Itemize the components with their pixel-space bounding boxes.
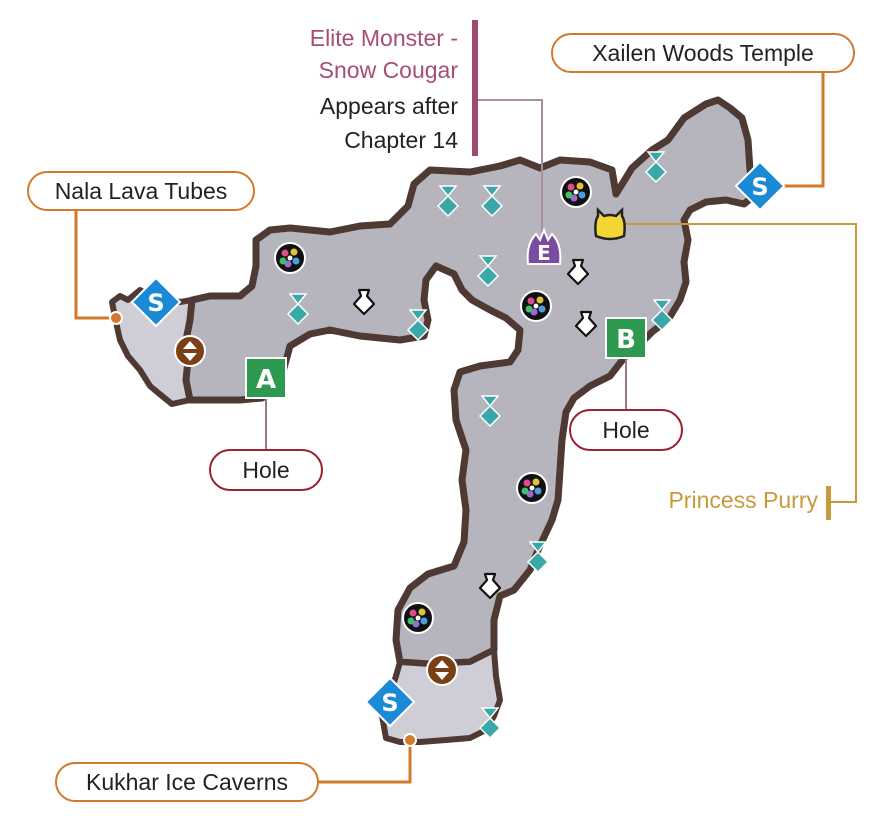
exit-dot-nala xyxy=(109,311,123,325)
label-nala-lava-tubes: Nala Lava Tubes xyxy=(27,171,255,211)
princess-label: Princess Purry xyxy=(668,487,818,513)
exit-dot-kukhar xyxy=(403,733,417,747)
elevator-icon[interactable] xyxy=(174,335,206,367)
elite-condition-line2: Chapter 14 xyxy=(344,127,458,153)
svg-text:S: S xyxy=(147,289,164,317)
svg-text:Kukhar Ice Caverns: Kukhar Ice Caverns xyxy=(86,769,288,795)
label-hole-a: Hole xyxy=(209,449,323,491)
save-point-icon[interactable]: S xyxy=(734,160,786,212)
material-pickup-icon[interactable] xyxy=(478,395,502,428)
line-xailen xyxy=(760,72,825,188)
save-point-icon[interactable]: S xyxy=(364,676,416,728)
line-nala xyxy=(74,208,116,320)
floor-regions xyxy=(109,96,758,745)
save-points: S S S xyxy=(130,160,786,728)
line-kukhar xyxy=(318,740,412,784)
elevators xyxy=(174,335,458,686)
treasure-jar-icon[interactable] xyxy=(352,288,376,316)
svg-text:S: S xyxy=(751,173,768,201)
material-pickup-icon[interactable] xyxy=(526,541,550,574)
material-pickup-icon[interactable] xyxy=(478,707,502,740)
label-hole-b: Hole xyxy=(569,409,683,451)
svg-text:Nala Lava Tubes: Nala Lava Tubes xyxy=(55,178,228,204)
svg-text:Hole: Hole xyxy=(242,457,289,483)
svg-text:Hole: Hole xyxy=(602,417,649,443)
material-pickup-icon[interactable] xyxy=(286,293,310,326)
svg-text:Xailen Woods Temple: Xailen Woods Temple xyxy=(592,40,814,66)
elevator-icon[interactable] xyxy=(426,654,458,686)
material-pickup-icon[interactable] xyxy=(644,151,668,184)
treasure-jar-icon[interactable] xyxy=(574,310,598,338)
elite-bar xyxy=(472,20,478,156)
hole-marker-b[interactable]: B xyxy=(605,317,647,359)
destination-labels: Nala Lava Tubes Xailen Woods Temple Kukh… xyxy=(27,33,855,802)
treasure-jars xyxy=(352,258,598,600)
collection-point-icon[interactable] xyxy=(520,290,552,322)
collection-points xyxy=(274,176,592,634)
svg-text:B: B xyxy=(616,325,636,355)
material-pickup-icon[interactable] xyxy=(480,185,504,218)
floor-main-body xyxy=(182,96,758,668)
label-kukhar-ice-caverns: Kukhar Ice Caverns xyxy=(55,762,319,802)
elite-title-line1: Elite Monster - xyxy=(310,25,458,51)
material-pickup-icon[interactable] xyxy=(650,299,674,332)
elite-title-line2: Snow Cougar xyxy=(319,57,459,83)
elite-monster-icon[interactable]: E xyxy=(526,227,562,265)
hole-markers: A B xyxy=(245,317,647,399)
collection-point-icon[interactable] xyxy=(402,602,434,634)
treasure-jar-icon[interactable] xyxy=(478,572,502,600)
princess-callout: Princess Purry xyxy=(668,486,831,520)
svg-text:S: S xyxy=(381,689,398,717)
collection-point-icon[interactable] xyxy=(560,176,592,208)
label-xailen-woods-temple: Xailen Woods Temple xyxy=(551,33,855,73)
svg-text:A: A xyxy=(256,365,276,395)
material-pickup-icon[interactable] xyxy=(406,309,430,342)
save-point-icon[interactable]: S xyxy=(130,276,182,328)
princess-bar xyxy=(826,486,831,520)
material-pickup-icon[interactable] xyxy=(476,255,500,288)
treasure-jar-icon[interactable] xyxy=(566,258,590,286)
svg-text:E: E xyxy=(537,241,551,265)
material-pickup-icon[interactable] xyxy=(436,185,460,218)
collection-point-icon[interactable] xyxy=(274,242,306,274)
line-elite xyxy=(478,99,543,232)
hole-marker-a[interactable]: A xyxy=(245,357,287,399)
material-pickups xyxy=(286,151,674,740)
elite-callout: Elite Monster - Snow Cougar Appears afte… xyxy=(310,20,478,156)
princess-purry-cat-icon[interactable] xyxy=(594,206,626,241)
line-princess xyxy=(624,223,857,503)
elite-condition-line1: Appears after xyxy=(320,93,458,119)
collection-point-icon[interactable] xyxy=(516,472,548,504)
